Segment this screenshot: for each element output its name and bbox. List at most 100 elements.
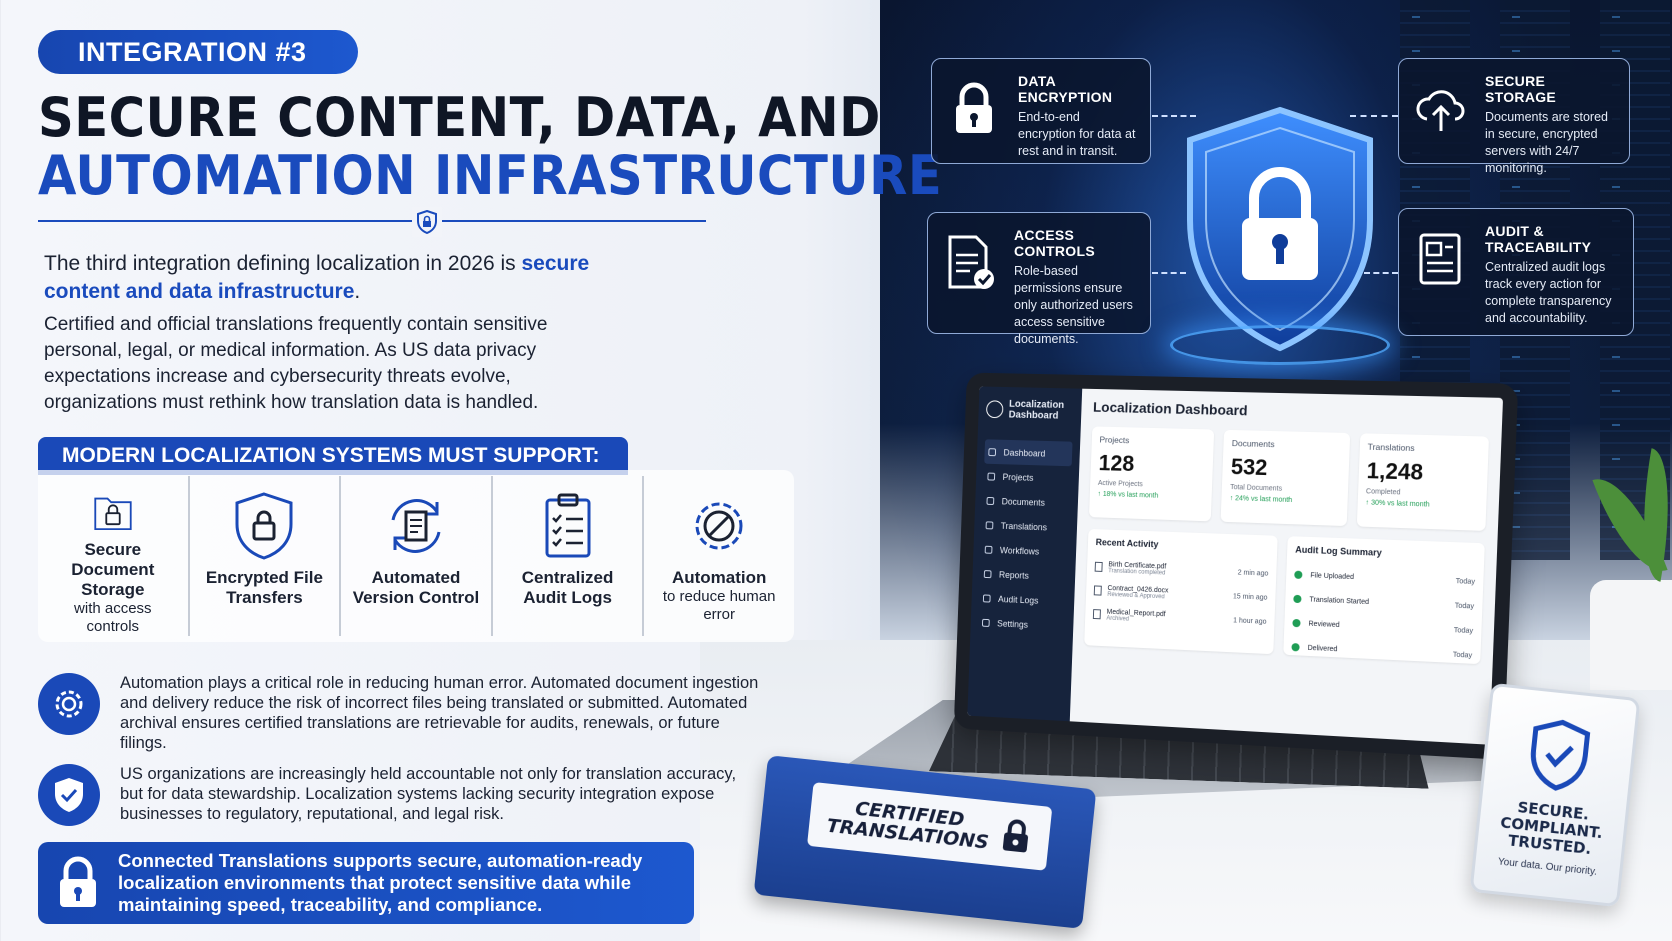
nav-item-settings[interactable]: Settings [978,610,1066,638]
stat-card-documents: Documents 532 Total Documents ↑ 24% vs l… [1220,429,1350,527]
dashboard-sidebar: Localization Dashboard Dashboard Project… [967,386,1083,722]
connector-line [1364,272,1398,274]
dashboard-app: Localization Dashboard Dashboard Project… [967,386,1504,745]
lock-icon [38,855,118,911]
feature-label: Automation [671,568,767,587]
glow-ring [1170,325,1390,365]
stat-sub: Active Projects [1097,479,1143,489]
audit-document-icon [1419,233,1461,285]
cloud-upload-icon [1416,90,1465,131]
central-shield-lock-icon [1187,106,1373,352]
stat-value: 532 [1230,454,1268,481]
nav-item-workflows[interactable]: Workflows [981,537,1069,565]
nav-label: Workflows [999,544,1040,557]
document-check-icon [948,235,994,289]
nav-label: Audit Logs [997,593,1039,606]
nav-label: Settings [997,618,1029,630]
card-access-controls: ACCESS CONTROLS Role-based permissions e… [927,212,1151,346]
activity-time: 15 min ago [1232,592,1268,602]
feature-label: Automated Version Control [352,568,480,607]
stat-growth: ↑ 30% vs last month [1365,499,1430,509]
card-desc: Documents are stored in secure, encrypte… [1485,110,1608,175]
gear-icon [695,502,743,550]
card-desc: Role-based permissions ensure only autho… [1014,264,1133,346]
stand-sub: Your data. Our priority. [1497,856,1598,878]
nav-item-documents[interactable]: Documents [982,488,1070,515]
shield-check-icon [1530,719,1591,791]
intro-period: . [354,280,361,303]
card-desc: End-to-end encryption for data at rest a… [1018,110,1136,158]
stat-label: Translations [1367,441,1415,454]
intro-paragraph: Certified and official translations freq… [44,314,548,413]
feature-sub: with access controls [74,600,152,635]
feature-list: Secure Document Storage with access cont… [38,470,794,642]
card-data-encryption: DATA ENCRYPTION End-to-end encryption fo… [931,58,1151,164]
feature-version-control: Automated Version Control [341,476,493,636]
card-audit-traceability: AUDIT & TRACEABILITY Centralized audit l… [1398,208,1634,336]
nav-item-dashboard[interactable]: Dashboard [984,439,1073,467]
gear-icon [38,673,100,735]
feature-secure-storage: Secure Document Storage with access cont… [38,476,190,636]
card-title: AUDIT & TRACEABILITY [1485,223,1592,255]
intro-highlight: secure content and data infrastructure [44,252,590,303]
feature-encrypted-transfers: Encrypted File Transfers [190,476,342,636]
connector-line [1152,115,1196,117]
plant-pot [1590,580,1672,690]
card-secure-storage: SECURE STORAGE Documents are stored in s… [1398,58,1630,175]
stewardship-note: US organizations are increasingly held a… [38,764,760,826]
stat-cards: Projects 128 Active Projects ↑ 18% vs la… [1088,426,1489,531]
activity-time: 1 hour ago [1233,616,1267,626]
page-title-line1: SECURE CONTENT, DATA, AND [38,86,881,149]
support-heading: MODERN LOCALIZATION SYSTEMS MUST SUPPORT… [38,437,628,475]
check-icon [1291,643,1300,652]
clipboard-checklist-icon [545,493,591,558]
connector-line [1350,115,1398,117]
card-title: DATA ENCRYPTION [1018,73,1113,105]
projects-icon [987,472,996,481]
brand-name: Localization Dashboard [1008,398,1065,422]
audit-logs-icon [982,593,991,603]
folder-label: CERTIFIED TRANSLATIONS [806,782,1053,871]
trusted-sign-stand: SECURE. COMPLIANT. TRUSTED. Your data. O… [1469,682,1641,908]
feature-automation: Automation to reduce human error [644,476,794,636]
audit-time: Today [1455,577,1476,586]
stat-growth: ↑ 24% vs last month [1229,495,1293,505]
nav-label: Dashboard [1003,447,1046,459]
dashboard-icon [988,447,997,456]
nav-item-reports[interactable]: Reports [980,561,1068,589]
stat-growth: ↑ 18% vs last month [1097,490,1159,500]
settings-icon [981,618,990,627]
shield-lock-icon [235,492,293,560]
card-title: ACCESS CONTROLS [1014,227,1095,259]
lock-icon [956,82,992,133]
card-title: SECURE STORAGE [1485,73,1557,105]
automation-note-text: Automation plays a critical role in redu… [120,674,759,752]
cta-text: Connected Translations supports secure, … [118,850,643,915]
dashboard-title: Localization Dashboard [1092,398,1248,419]
nav-label: Reports [998,569,1030,581]
panel-title: Audit Log Summary [1295,544,1382,558]
title-divider [38,220,706,222]
nav-label: Projects [1002,471,1034,483]
file-icon [1093,585,1102,596]
audit-time: Today [1454,602,1475,611]
stat-label: Documents [1231,438,1275,450]
check-icon [1294,570,1303,580]
check-icon [1292,618,1301,628]
stat-value: 1,248 [1366,457,1424,485]
nav-item-translations[interactable]: Translations [982,512,1070,540]
stat-sub: Total Documents [1229,484,1283,493]
laptop-screen: Localization Dashboard Dashboard Project… [953,372,1519,760]
page-title-line2: AUTOMATION INFRASTRUCTURE [38,144,943,207]
card-desc: Centralized audit logs track every actio… [1485,260,1612,325]
feature-label: Centralized Audit Logs [521,568,614,607]
certified-translations-folder: CERTIFIED TRANSLATIONS [753,755,1097,929]
dashboard-main: Localization Dashboard Projects 128 Acti… [1070,389,1503,745]
stand-text: SECURE. COMPLIANT. TRUSTED. [1498,798,1605,859]
feature-label: Secure Document Storage [71,540,155,599]
automation-note: Automation plays a critical role in redu… [38,673,760,753]
file-icon [1094,561,1103,572]
nav-item-projects[interactable]: Projects [983,464,1071,491]
audit-time: Today [1453,626,1474,635]
